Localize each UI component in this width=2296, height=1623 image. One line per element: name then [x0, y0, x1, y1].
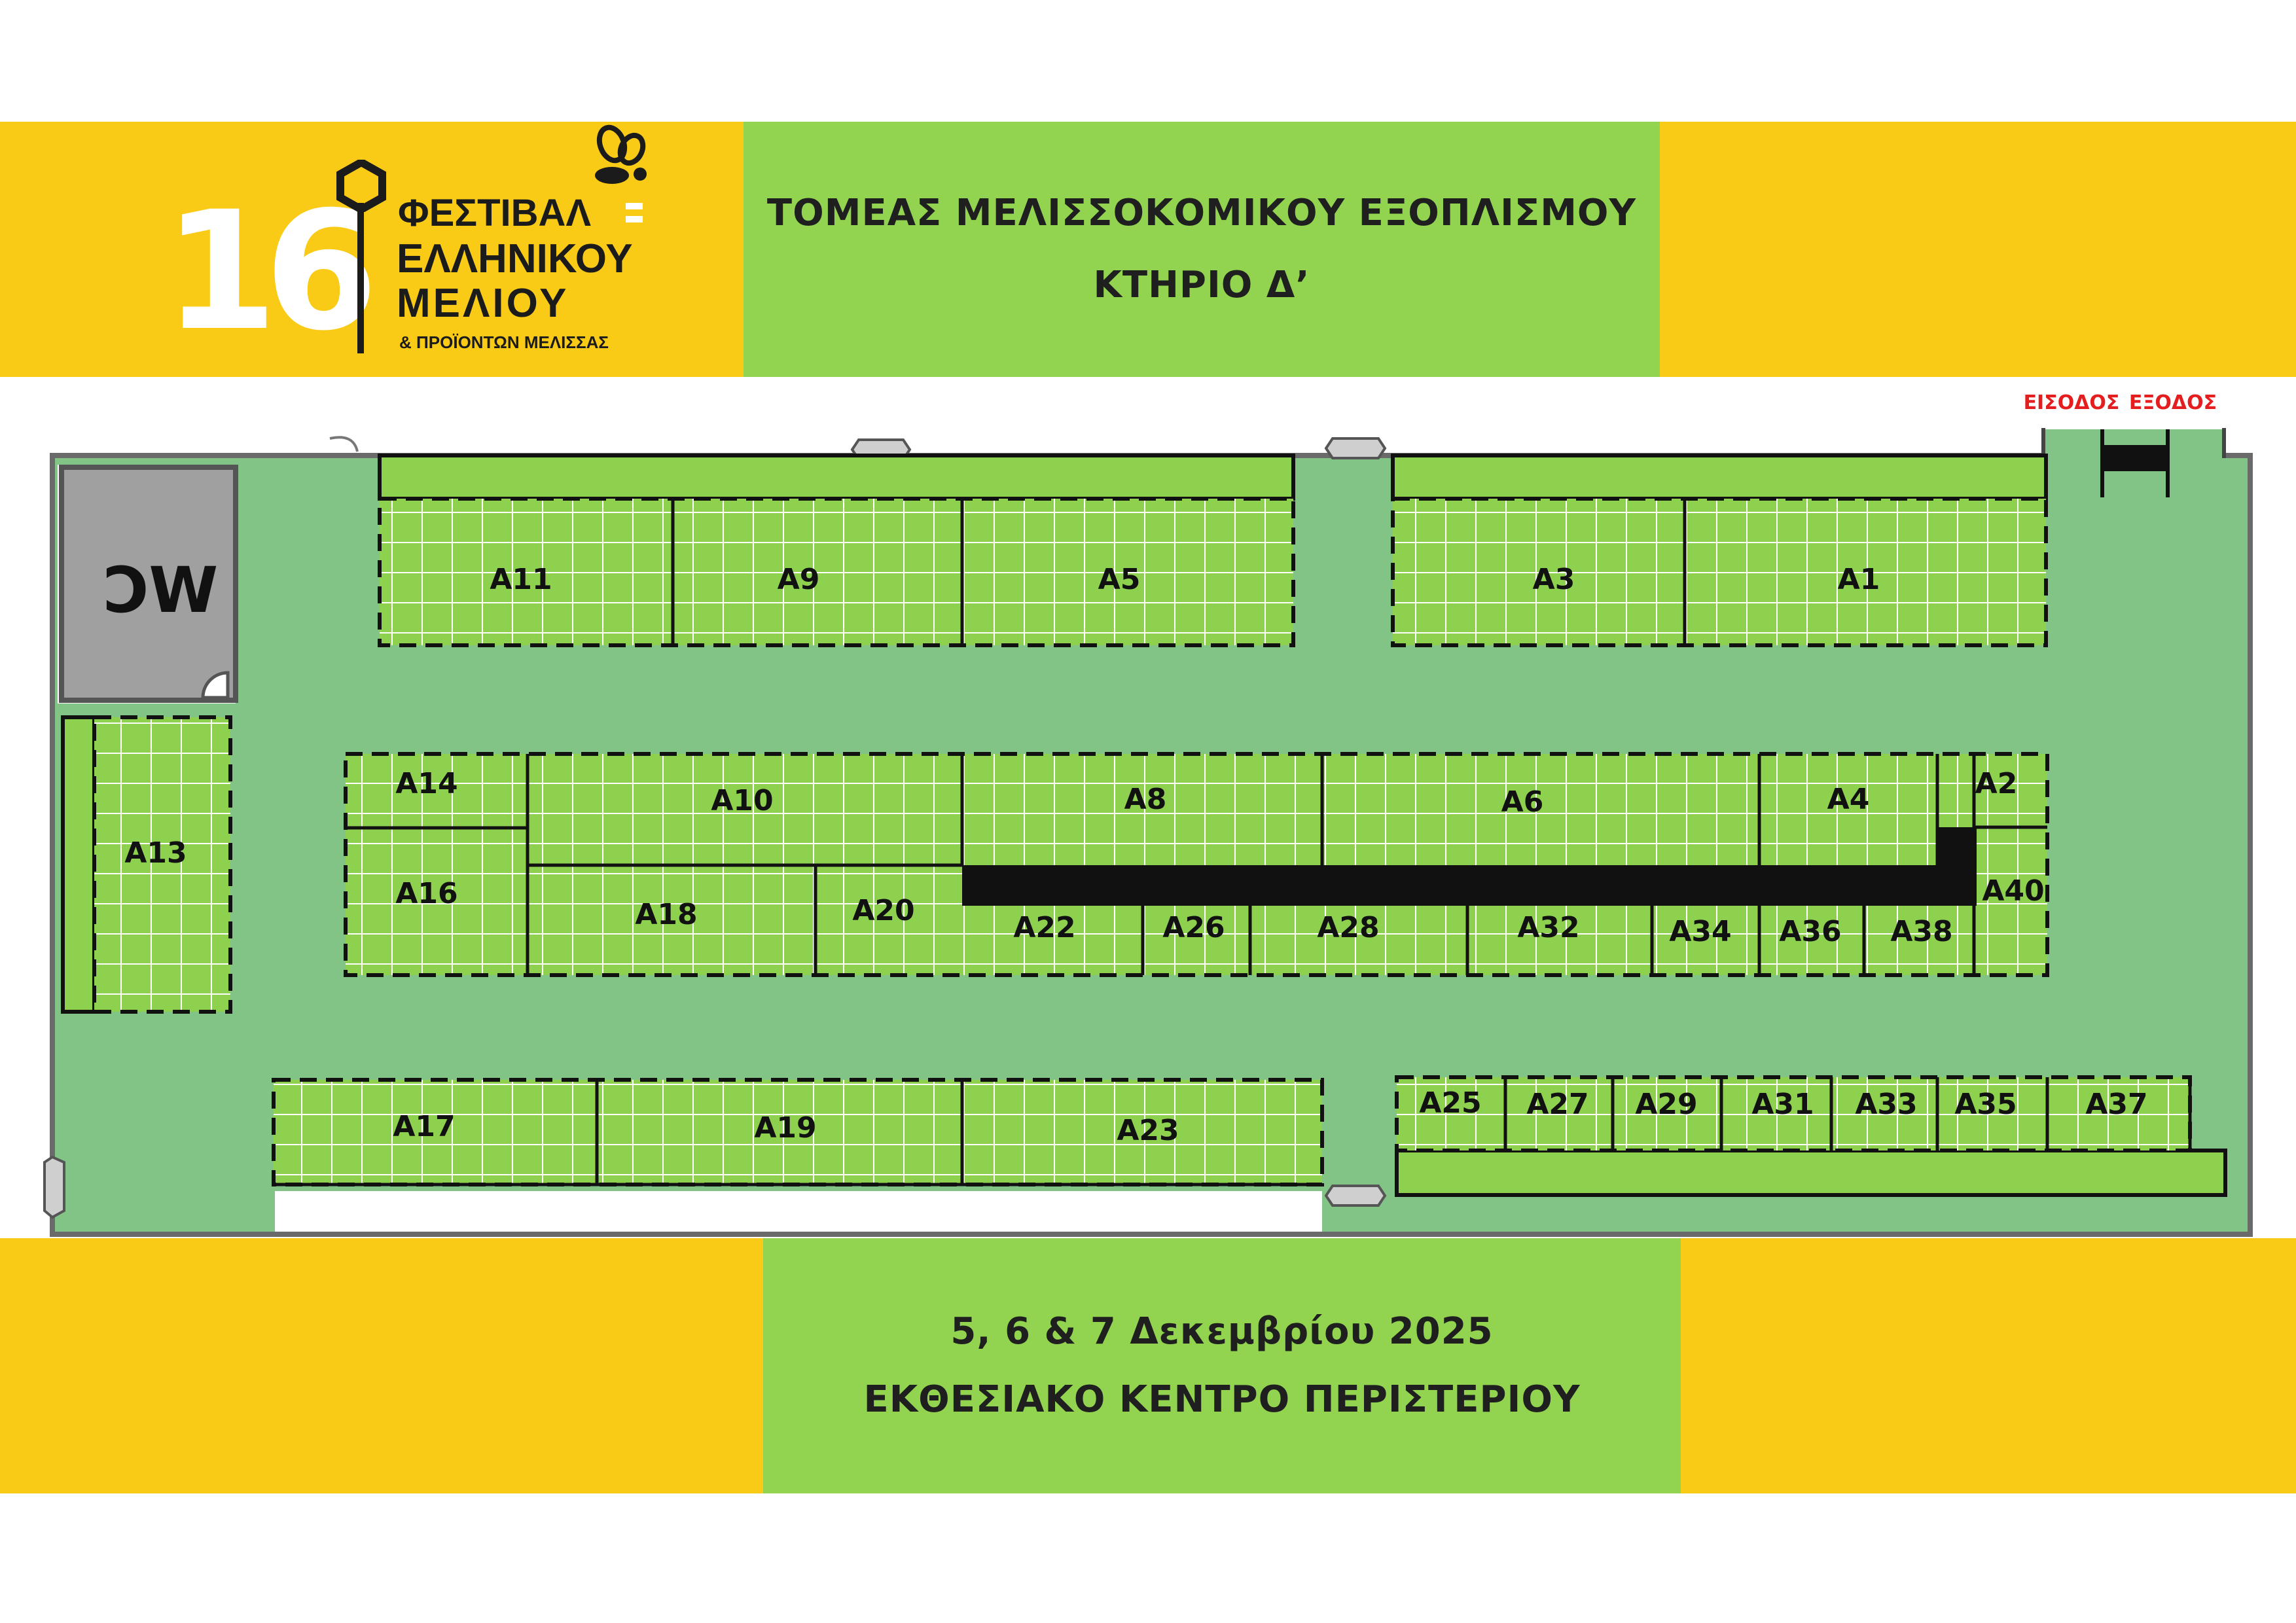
wc-room: [59, 465, 238, 703]
booth-a4[interactable]: A4: [1827, 783, 1870, 816]
logo-bars: [626, 203, 643, 209]
center-block-walkway: [962, 865, 1977, 906]
booth-a14[interactable]: A14: [395, 767, 457, 800]
logo-line-greek-honey: ΕΛΛΗΝΙΚΟΥ: [397, 236, 633, 281]
booth-a32[interactable]: A32: [1517, 911, 1579, 944]
booth-a25[interactable]: A25: [1419, 1086, 1481, 1120]
booth-a31[interactable]: A31: [1751, 1088, 1814, 1121]
lower-corridor-gap: [275, 1191, 1322, 1234]
booth-a5[interactable]: A5: [1098, 563, 1141, 596]
booth-a37[interactable]: A37: [2085, 1088, 2147, 1121]
bench-bottom-right: [1395, 1149, 2227, 1197]
booth-a17[interactable]: A17: [393, 1110, 455, 1143]
booth-a2[interactable]: A2: [1975, 767, 2018, 800]
bench-top-left: [378, 454, 1295, 501]
footer-info-block: 5, 6 & 7 Δεκεμβρίου 2025 ΕΚΘΕΣΙΑΚΟ ΚΕΝΤΡ…: [763, 1238, 1681, 1493]
booth-zone-left-fill: [94, 717, 230, 1012]
footer-yellow-band-right: [1681, 1238, 2296, 1493]
door-left-icon: [43, 1155, 65, 1219]
logo-line-bee-products: & ΠΡΟΪΟΝΤΩΝ ΜΕΛΙΣΣΑΣ: [399, 332, 609, 352]
booth-a13[interactable]: A13: [124, 836, 187, 870]
booth-zone-bottom-right: [1395, 1075, 2192, 1152]
booth-a8[interactable]: A8: [1124, 783, 1167, 816]
header-title-block: ΤΟΜΕΑΣ ΜΕΛΙΣΣΟΚΟΜΙΚΟΥ ΕΞΟΠΛΙΣΜΟΥ ΚΤΗΡΙΟ …: [744, 122, 1660, 377]
booth-a36[interactable]: A36: [1779, 915, 1841, 948]
booth-zone-top-left: [378, 497, 1295, 647]
door-top-2-icon: [1324, 437, 1387, 459]
booth-a29[interactable]: A29: [1635, 1088, 1697, 1121]
booth-a35[interactable]: A35: [1954, 1088, 2017, 1121]
booth-a1[interactable]: A1: [1838, 563, 1880, 596]
booth-a3[interactable]: A3: [1533, 563, 1575, 596]
booth-a22[interactable]: A22: [1013, 911, 1075, 944]
logo-bars-2: [626, 216, 643, 223]
logo-divider: [357, 203, 364, 353]
booth-a16[interactable]: A16: [395, 877, 457, 910]
booth-zone-bottom-left-fill: [274, 1080, 1322, 1185]
booth-a11[interactable]: A11: [490, 563, 552, 596]
booth-a26[interactable]: A26: [1162, 911, 1225, 944]
booth-a19[interactable]: A19: [754, 1111, 816, 1145]
booth-zone-top-left-fill: [380, 499, 1293, 645]
bee-icon: [595, 124, 647, 184]
booth-zone-bottom-right-fill: [1397, 1077, 2190, 1150]
booth-a23[interactable]: A23: [1117, 1114, 1179, 1147]
booth-a38[interactable]: A38: [1890, 915, 1952, 948]
door-bottom-icon: [1324, 1185, 1387, 1207]
entrance-barrier: [2102, 445, 2168, 471]
hexagon-icon: [336, 160, 386, 212]
wc-door-icon: [201, 671, 230, 700]
header-yellow-band-right: [1660, 122, 2296, 377]
event-venue: ΕΚΘΕΣΙΑΚΟ ΚΕΝΤΡΟ ΠΕΡΙΣΤΕΡΙΟΥ: [863, 1378, 1581, 1421]
booth-zone-left: [92, 715, 232, 1014]
center-block-walkway-end: [1937, 827, 1977, 906]
booth-zone-top-right-fill: [1393, 499, 2046, 645]
booth-zone-center: [344, 752, 2049, 977]
booth-a9[interactable]: A9: [778, 563, 820, 596]
booth-zone-top-right: [1391, 497, 2048, 647]
booth-a33[interactable]: A33: [1855, 1088, 1917, 1121]
door-swing-icon: [329, 436, 359, 452]
event-dates: 5, 6 & 7 Δεκεμβρίου 2025: [950, 1310, 1494, 1353]
booth-a18[interactable]: A18: [635, 898, 697, 931]
festival-logo: 16 ΦΕΣΤΙΒΑΛ ΕΛΛΗΝΙΚΟΥ ΜΕΛΙΟΥ & ΠΡΟΪΟΝΤΩΝ…: [157, 124, 681, 366]
booth-a10[interactable]: A10: [711, 784, 773, 817]
logo-line-festival: ΦΕΣΤΙΒΑΛ: [398, 192, 592, 234]
header-title-line1: ΤΟΜΕΑΣ ΜΕΛΙΣΣΟΚΟΜΙΚΟΥ ΕΞΟΠΛΙΣΜΟΥ: [766, 192, 1637, 234]
booth-a20[interactable]: A20: [852, 894, 914, 927]
logo-number: 16: [164, 176, 378, 366]
exit-label: ΕΞΟΔΟΣ: [2129, 391, 2217, 414]
footer-yellow-band-left: [0, 1238, 763, 1493]
entrance-label: ΕΙΣΟΔΟΣ: [2024, 391, 2120, 414]
bench-top-right: [1391, 454, 2048, 501]
header-title-line2: ΚΤΗΡΙΟ Δ’: [1093, 264, 1310, 306]
booth-a40[interactable]: A40: [1982, 874, 2044, 908]
bench-left: [61, 715, 96, 1014]
booth-a6[interactable]: A6: [1501, 785, 1544, 819]
logo-line-honey: ΜΕΛΙΟΥ: [397, 281, 569, 326]
wc-label: WC: [103, 554, 218, 627]
booth-a27[interactable]: A27: [1526, 1088, 1588, 1121]
booth-a28[interactable]: A28: [1317, 911, 1379, 944]
booth-a34[interactable]: A34: [1669, 915, 1731, 948]
